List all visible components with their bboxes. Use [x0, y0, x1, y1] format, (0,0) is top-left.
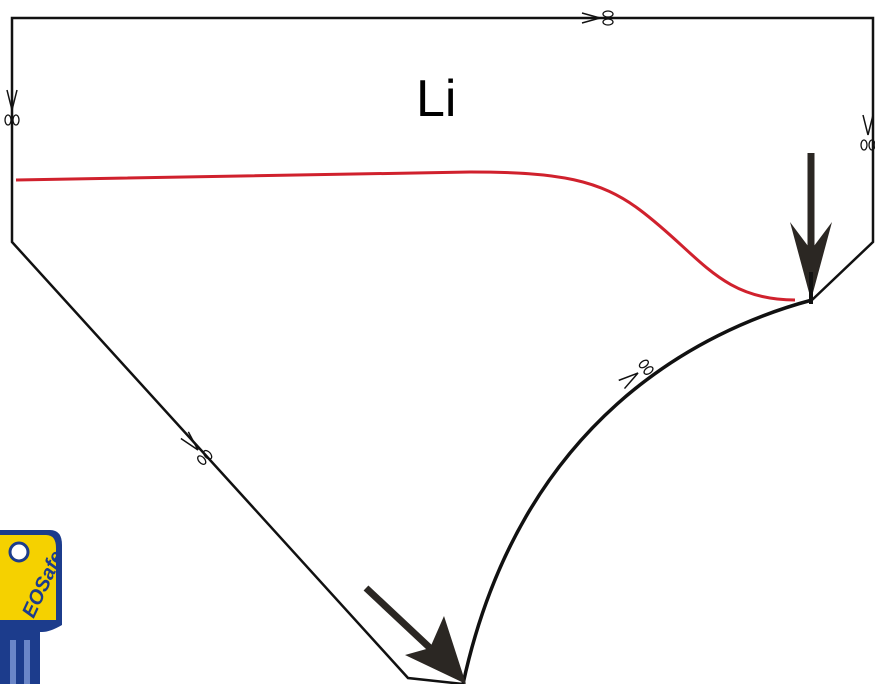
scissors-icon: [618, 359, 654, 390]
curved-edge: [461, 298, 813, 684]
scissors-icon: [180, 431, 213, 465]
piece-label: Li: [416, 70, 456, 128]
red-cut-line: [15, 170, 796, 302]
scissors-icon: [4, 89, 20, 126]
eosafe-logo: EOSafe: [0, 530, 68, 684]
scissors-icon: [860, 114, 875, 151]
pointer-arrow-diagonal: [363, 585, 466, 684]
pointer-arrow-down: [790, 153, 832, 304]
scissors-icon: [581, 10, 614, 26]
